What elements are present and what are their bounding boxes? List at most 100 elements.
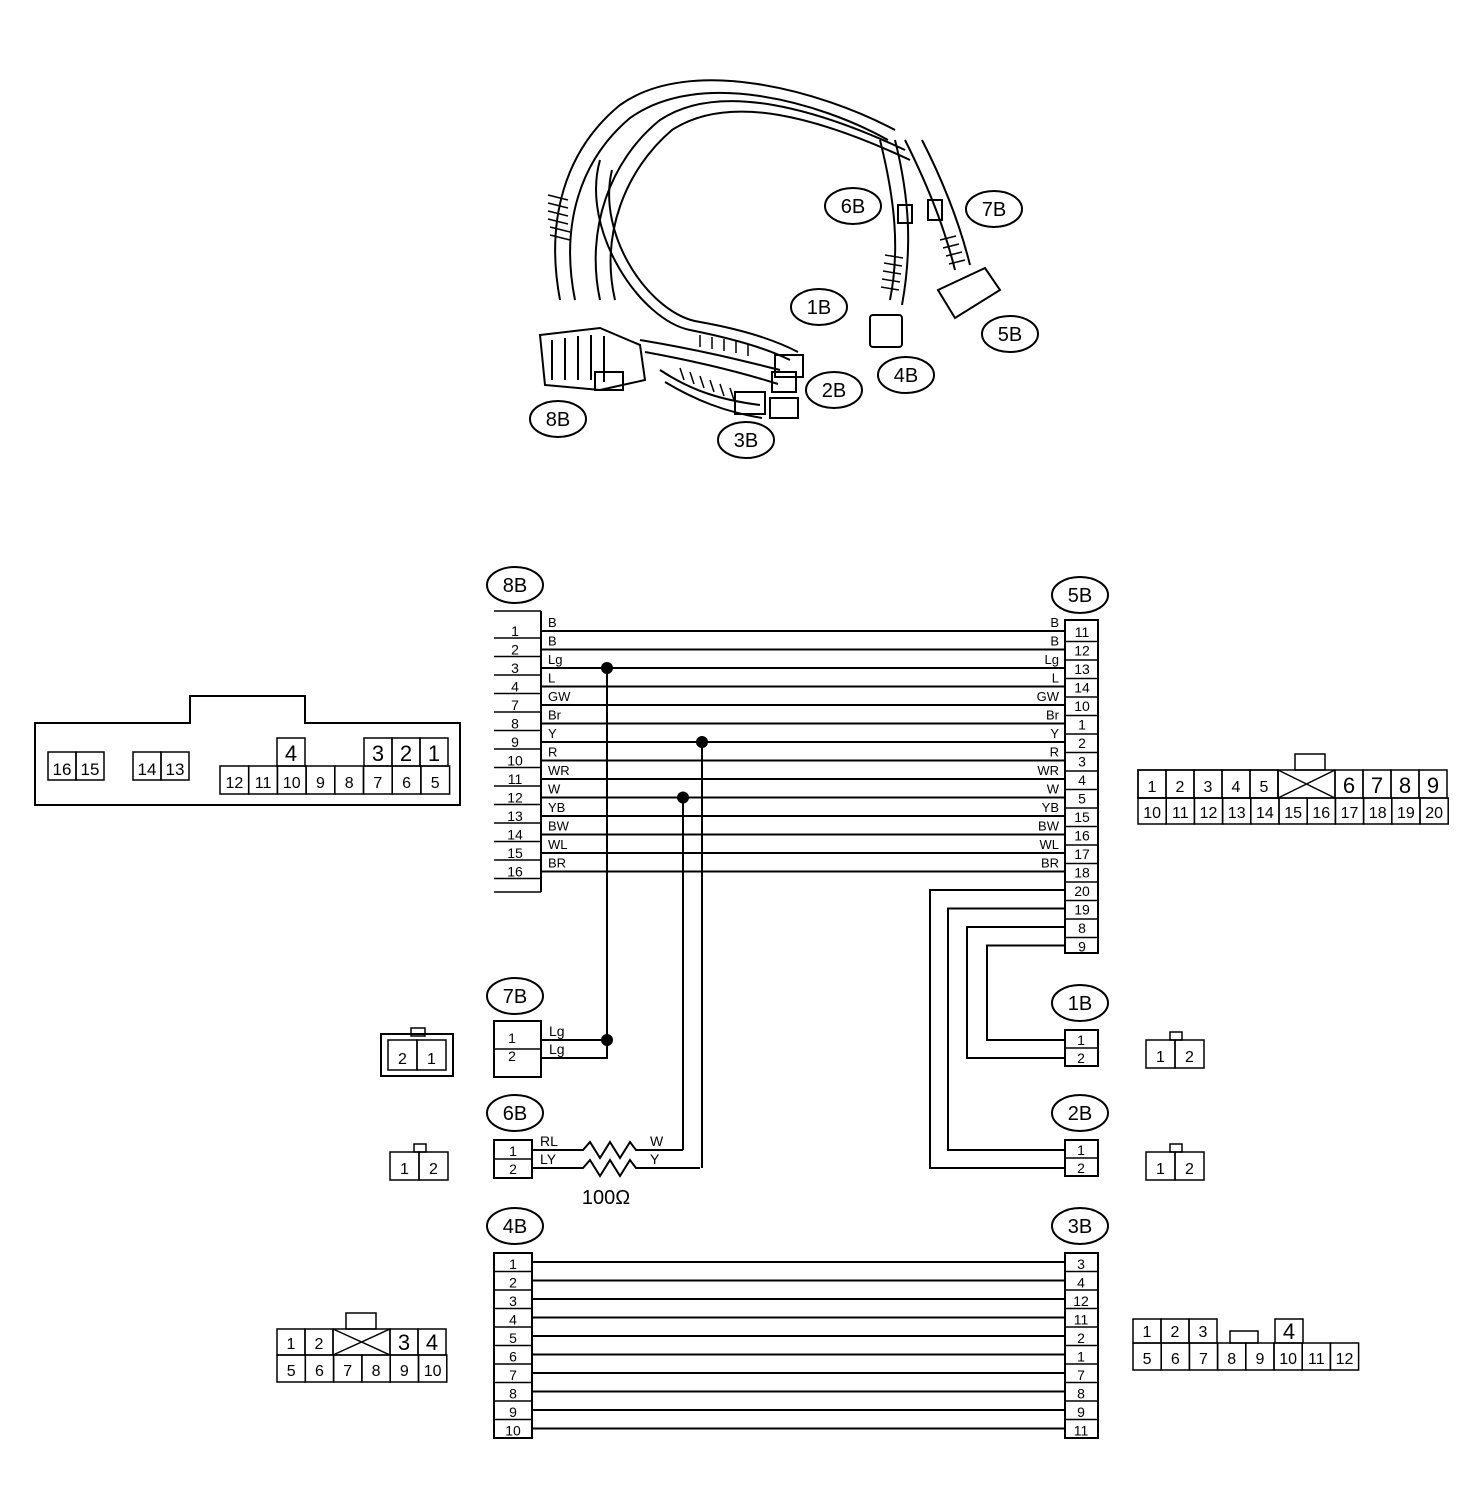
- face-8b-num: 6: [402, 775, 411, 792]
- face-3b-num: 11: [1308, 1351, 1325, 1368]
- face-4b-num: 2: [315, 1336, 324, 1353]
- wire-color-8b: BW: [548, 819, 570, 834]
- face-5b-num: 4: [1232, 779, 1241, 796]
- connector-5b-pin: 8: [1078, 920, 1086, 936]
- connector-5b-pin: 4: [1078, 772, 1086, 788]
- face-4b-num: 3: [398, 1330, 410, 1355]
- harness-label-4b-oval: [877, 356, 935, 394]
- harness-label-8b: 8B: [546, 409, 570, 431]
- junction-dot: [601, 1034, 613, 1046]
- wire-5b-20-to-2b: [929, 889, 1065, 1169]
- face-5b-num: 16: [1312, 805, 1330, 822]
- harness-label-2b: 2B: [822, 380, 846, 402]
- wire-color-5b: Y: [1050, 726, 1059, 741]
- face-3b-num: 8: [1227, 1351, 1236, 1368]
- face-5b-num: 6: [1343, 773, 1355, 798]
- face-5b-num: 15: [1284, 805, 1302, 822]
- face-2b-cell: [1174, 1151, 1205, 1181]
- connector-8b-pin: 1: [511, 623, 519, 639]
- wire-color-5b: L: [1052, 671, 1059, 686]
- wire-5b-8-to-1b: [966, 926, 1065, 1059]
- harness-label-1b: 1B: [807, 297, 831, 319]
- connector-4b-pin: 2: [509, 1275, 517, 1291]
- harness-tube: [595, 159, 791, 361]
- connector-4b-label: 4B: [503, 1216, 527, 1238]
- connector-8b-label-oval: [486, 566, 544, 604]
- plug-5b: [936, 266, 1002, 320]
- connector-4b-pin: 3: [509, 1293, 517, 1309]
- connector-8b-pin: 2: [511, 642, 519, 658]
- harness-branch-6b: [894, 139, 910, 306]
- connector-4b-label-oval: [486, 1207, 544, 1245]
- wire-5b-19-to-2b: [947, 907, 1065, 1151]
- connector-3b-pin: 3: [1077, 1256, 1085, 1272]
- connector-3b-pin: 7: [1077, 1367, 1085, 1383]
- face-4b-num: 10: [424, 1363, 442, 1380]
- wire-color-8b: B: [548, 615, 557, 630]
- wire-color-6b: RL: [540, 1133, 558, 1149]
- face-1b-num: 2: [1185, 1049, 1194, 1066]
- face-3b-key: [1229, 1330, 1259, 1344]
- wire-color-5b: Br: [1046, 708, 1060, 723]
- face-5b-num: 1: [1148, 779, 1157, 796]
- harness-label-7b: 7B: [982, 199, 1006, 221]
- connector-5b-pin: 10: [1074, 698, 1090, 714]
- connector-8b-pin: 15: [507, 845, 523, 861]
- harness-label-7b-oval: [965, 190, 1023, 228]
- face-8b-num: 11: [255, 775, 272, 792]
- harness-branch-7b: [921, 139, 971, 266]
- wire-color-5b: YB: [1042, 800, 1059, 815]
- face-8b-num: 9: [316, 775, 325, 792]
- face-5b-num: 8: [1399, 773, 1411, 798]
- harness-branch-2b: [639, 339, 781, 371]
- face-8b-num: 7: [373, 775, 382, 792]
- connector-7b-label: 7B: [503, 986, 527, 1008]
- harness-branch-3b: [664, 381, 763, 419]
- connector-8b-pin: 7: [511, 697, 519, 713]
- face-6b-cell: [418, 1151, 449, 1181]
- face-4b-cell: [417, 1354, 448, 1383]
- wire-color-8b: YB: [548, 800, 565, 815]
- face-5b-num: 10: [1143, 805, 1161, 822]
- face-8b-cell: [420, 765, 451, 795]
- connector-3b-pin: 2: [1077, 1330, 1085, 1346]
- face-4b-num: 6: [315, 1363, 324, 1380]
- harness-tube: [569, 91, 889, 301]
- face-5b-num: 3: [1204, 779, 1213, 796]
- resistor-value: 100Ω: [582, 1187, 630, 1209]
- face-5b-num: 13: [1228, 805, 1246, 822]
- wire-color-5b: GW: [1037, 689, 1060, 704]
- wire-color-8b: WL: [548, 837, 568, 852]
- face-5b-num: 20: [1425, 805, 1443, 822]
- connector-4b-pin: 1: [509, 1256, 517, 1272]
- connector-2b-label-oval: [1051, 1094, 1109, 1132]
- connector-4b-pin: 5: [509, 1330, 517, 1346]
- resistor-zigzag-1: [532, 1140, 683, 1160]
- face-3b-num: 10: [1279, 1351, 1297, 1368]
- connector-8b-pin: 10: [507, 753, 523, 769]
- face-8b-num: 2: [400, 741, 412, 766]
- connector-8b-pin: 14: [507, 827, 523, 843]
- connector-7b-pin: 1: [508, 1030, 516, 1046]
- connector-8b-pin: 4: [511, 679, 519, 695]
- harness-label-6b: 6B: [841, 196, 865, 218]
- connector-5b-pin: 16: [1074, 828, 1090, 844]
- connector-1b-pin: 1: [1077, 1032, 1085, 1048]
- plug-3b: [734, 391, 766, 415]
- harness-label-8b-oval: [529, 400, 587, 438]
- connector-6b-label: 6B: [503, 1103, 527, 1125]
- face-8b-cell: [75, 751, 105, 781]
- connector-5b-pin: 1: [1078, 717, 1086, 733]
- face-8b-num: 3: [372, 741, 384, 766]
- plug-3b-b: [769, 397, 799, 419]
- connector-2b-pin: 1: [1077, 1142, 1085, 1158]
- face-6b-num: 2: [429, 1161, 438, 1178]
- harness-label-3b: 3B: [734, 430, 758, 452]
- connector-5b-box: [1064, 619, 1099, 954]
- connector-8b-pin: 11: [508, 771, 523, 787]
- junction-dot: [677, 791, 689, 804]
- harness-branch-7b: [904, 139, 956, 271]
- connector-2b-pin: 2: [1077, 1160, 1085, 1176]
- wire-color-5b: BW: [1038, 819, 1060, 834]
- face-8b-num: 5: [431, 775, 440, 792]
